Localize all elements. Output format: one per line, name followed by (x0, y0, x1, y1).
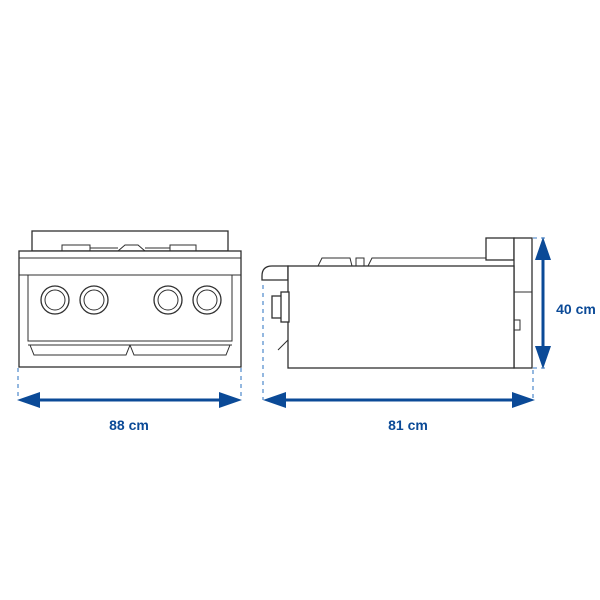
arrow-down-icon (535, 346, 551, 369)
front-drip-trays (28, 344, 232, 356)
arrow-left-icon (263, 392, 286, 408)
side-knob-icon (271, 291, 290, 323)
width-dimension: 88 cm (17, 392, 242, 433)
front-burner-grates (61, 244, 197, 252)
arrow-up-icon (535, 237, 551, 260)
guide-lines (17, 237, 548, 400)
side-leg (277, 338, 289, 358)
front-view (18, 230, 242, 368)
height-label: 40 cm (556, 301, 596, 317)
arrow-left-icon (17, 392, 40, 408)
side-top-grate (317, 257, 486, 267)
arrow-right-icon (219, 392, 242, 408)
side-body (287, 265, 515, 369)
depth-label: 81 cm (388, 417, 428, 433)
width-label: 88 cm (109, 417, 149, 433)
side-view (261, 237, 533, 369)
side-backsplash (485, 237, 515, 261)
arrow-right-icon (512, 392, 535, 408)
control-knobs (40, 285, 222, 315)
front-top-surface (31, 230, 229, 252)
front-control-panel (27, 274, 233, 342)
side-front-lip (261, 265, 289, 281)
height-dimension: 40 cm (535, 237, 596, 369)
depth-dimension: 81 cm (263, 392, 535, 433)
side-rear-column (513, 237, 533, 369)
